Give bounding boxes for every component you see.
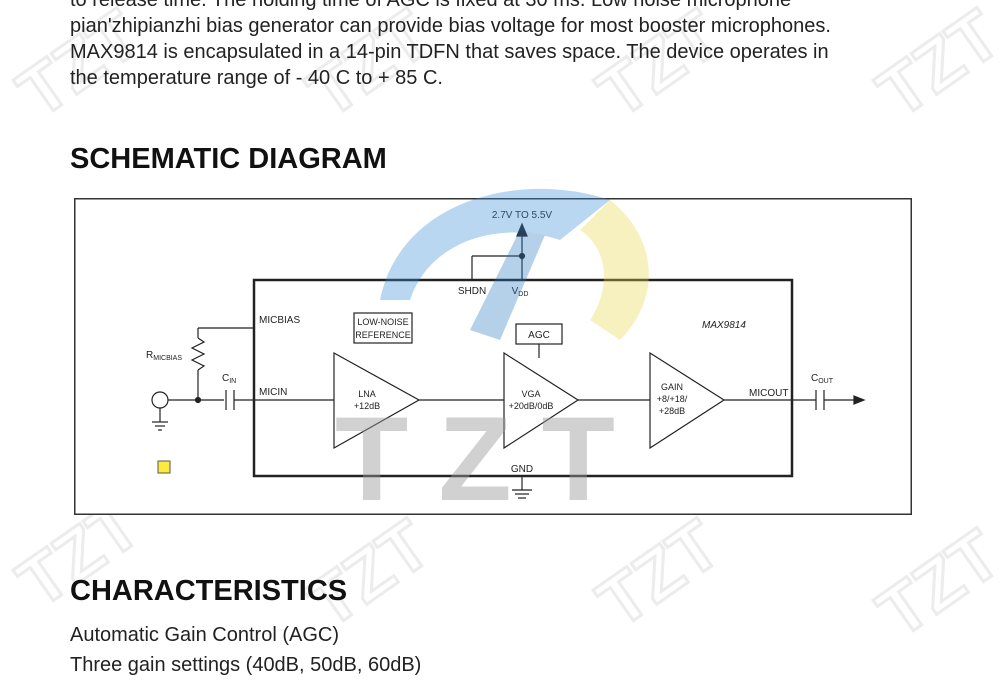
intro-line: pian'zhipianzhi bias generator can provi… xyxy=(70,15,831,37)
schematic-diagram: 2.7V TO 5.5V SHDN VDD MICBIAS LOW-NOISE … xyxy=(74,198,912,515)
shdn-label: SHDN xyxy=(458,286,486,297)
schematic-heading: SCHEMATIC DIAGRAM xyxy=(70,143,387,175)
vga-amplifier xyxy=(503,351,580,450)
intro-line: to release time. The holding time of AGC… xyxy=(70,0,792,11)
agc-label: AGC xyxy=(528,330,550,341)
reference-box xyxy=(353,312,413,344)
reference-label-1: LOW-NOISE xyxy=(357,317,408,327)
reference-label-2: REFERENCE xyxy=(355,330,411,340)
intro-line: MAX9814 is encapsulated in a 14-pin TDFN… xyxy=(70,41,829,63)
cin-label: CIN xyxy=(222,373,236,385)
vga-label-2: +20dB/0dB xyxy=(509,401,554,411)
lna-label-2: +12dB xyxy=(354,401,380,411)
micin-label: MICIN xyxy=(259,387,287,398)
vga-label-1: VGA xyxy=(521,389,540,399)
gain-label-2: +8/+18/ xyxy=(657,394,688,404)
diagram-frame xyxy=(74,198,912,515)
output-arrow xyxy=(853,395,866,405)
lna-label-1: LNA xyxy=(358,389,376,399)
micbias-label: MICBIAS xyxy=(259,315,300,326)
chip-name-label: MAX9814 xyxy=(702,320,746,331)
rmicbias-label: RMICBIAS xyxy=(146,350,182,362)
chip-outline xyxy=(252,278,794,478)
characteristics-list: Automatic Gain Control (AGC) Three gain … xyxy=(70,620,421,680)
supply-arrow xyxy=(516,222,528,237)
watermark-tile: TZT xyxy=(584,505,734,642)
gain-label-1: GAIN xyxy=(661,382,683,392)
micout-label: MICOUT xyxy=(749,388,788,399)
rmicbias-resistor xyxy=(190,337,206,371)
characteristic-item: Three gain settings (40dB, 50dB, 60dB) xyxy=(70,654,422,676)
intro-line: the temperature range of - 40 C to + 85 … xyxy=(70,67,443,89)
gain-label-3: +28dB xyxy=(659,406,685,416)
gain-amplifier xyxy=(649,351,726,450)
characteristics-heading: CHARACTERISTICS xyxy=(70,575,348,607)
lna-amplifier xyxy=(333,351,421,450)
watermark-tile: TZT xyxy=(864,515,1000,652)
vdd-label: VDD xyxy=(512,286,529,298)
cout-label: COUT xyxy=(811,373,834,385)
characteristic-item: Automatic Gain Control (AGC) xyxy=(70,624,339,646)
small-badge-icon xyxy=(157,460,171,474)
gnd-label: GND xyxy=(511,464,533,475)
supply-label: 2.7V TO 5.5V xyxy=(492,210,553,221)
intro-paragraph: to release time. The holding time of AGC… xyxy=(70,0,930,91)
